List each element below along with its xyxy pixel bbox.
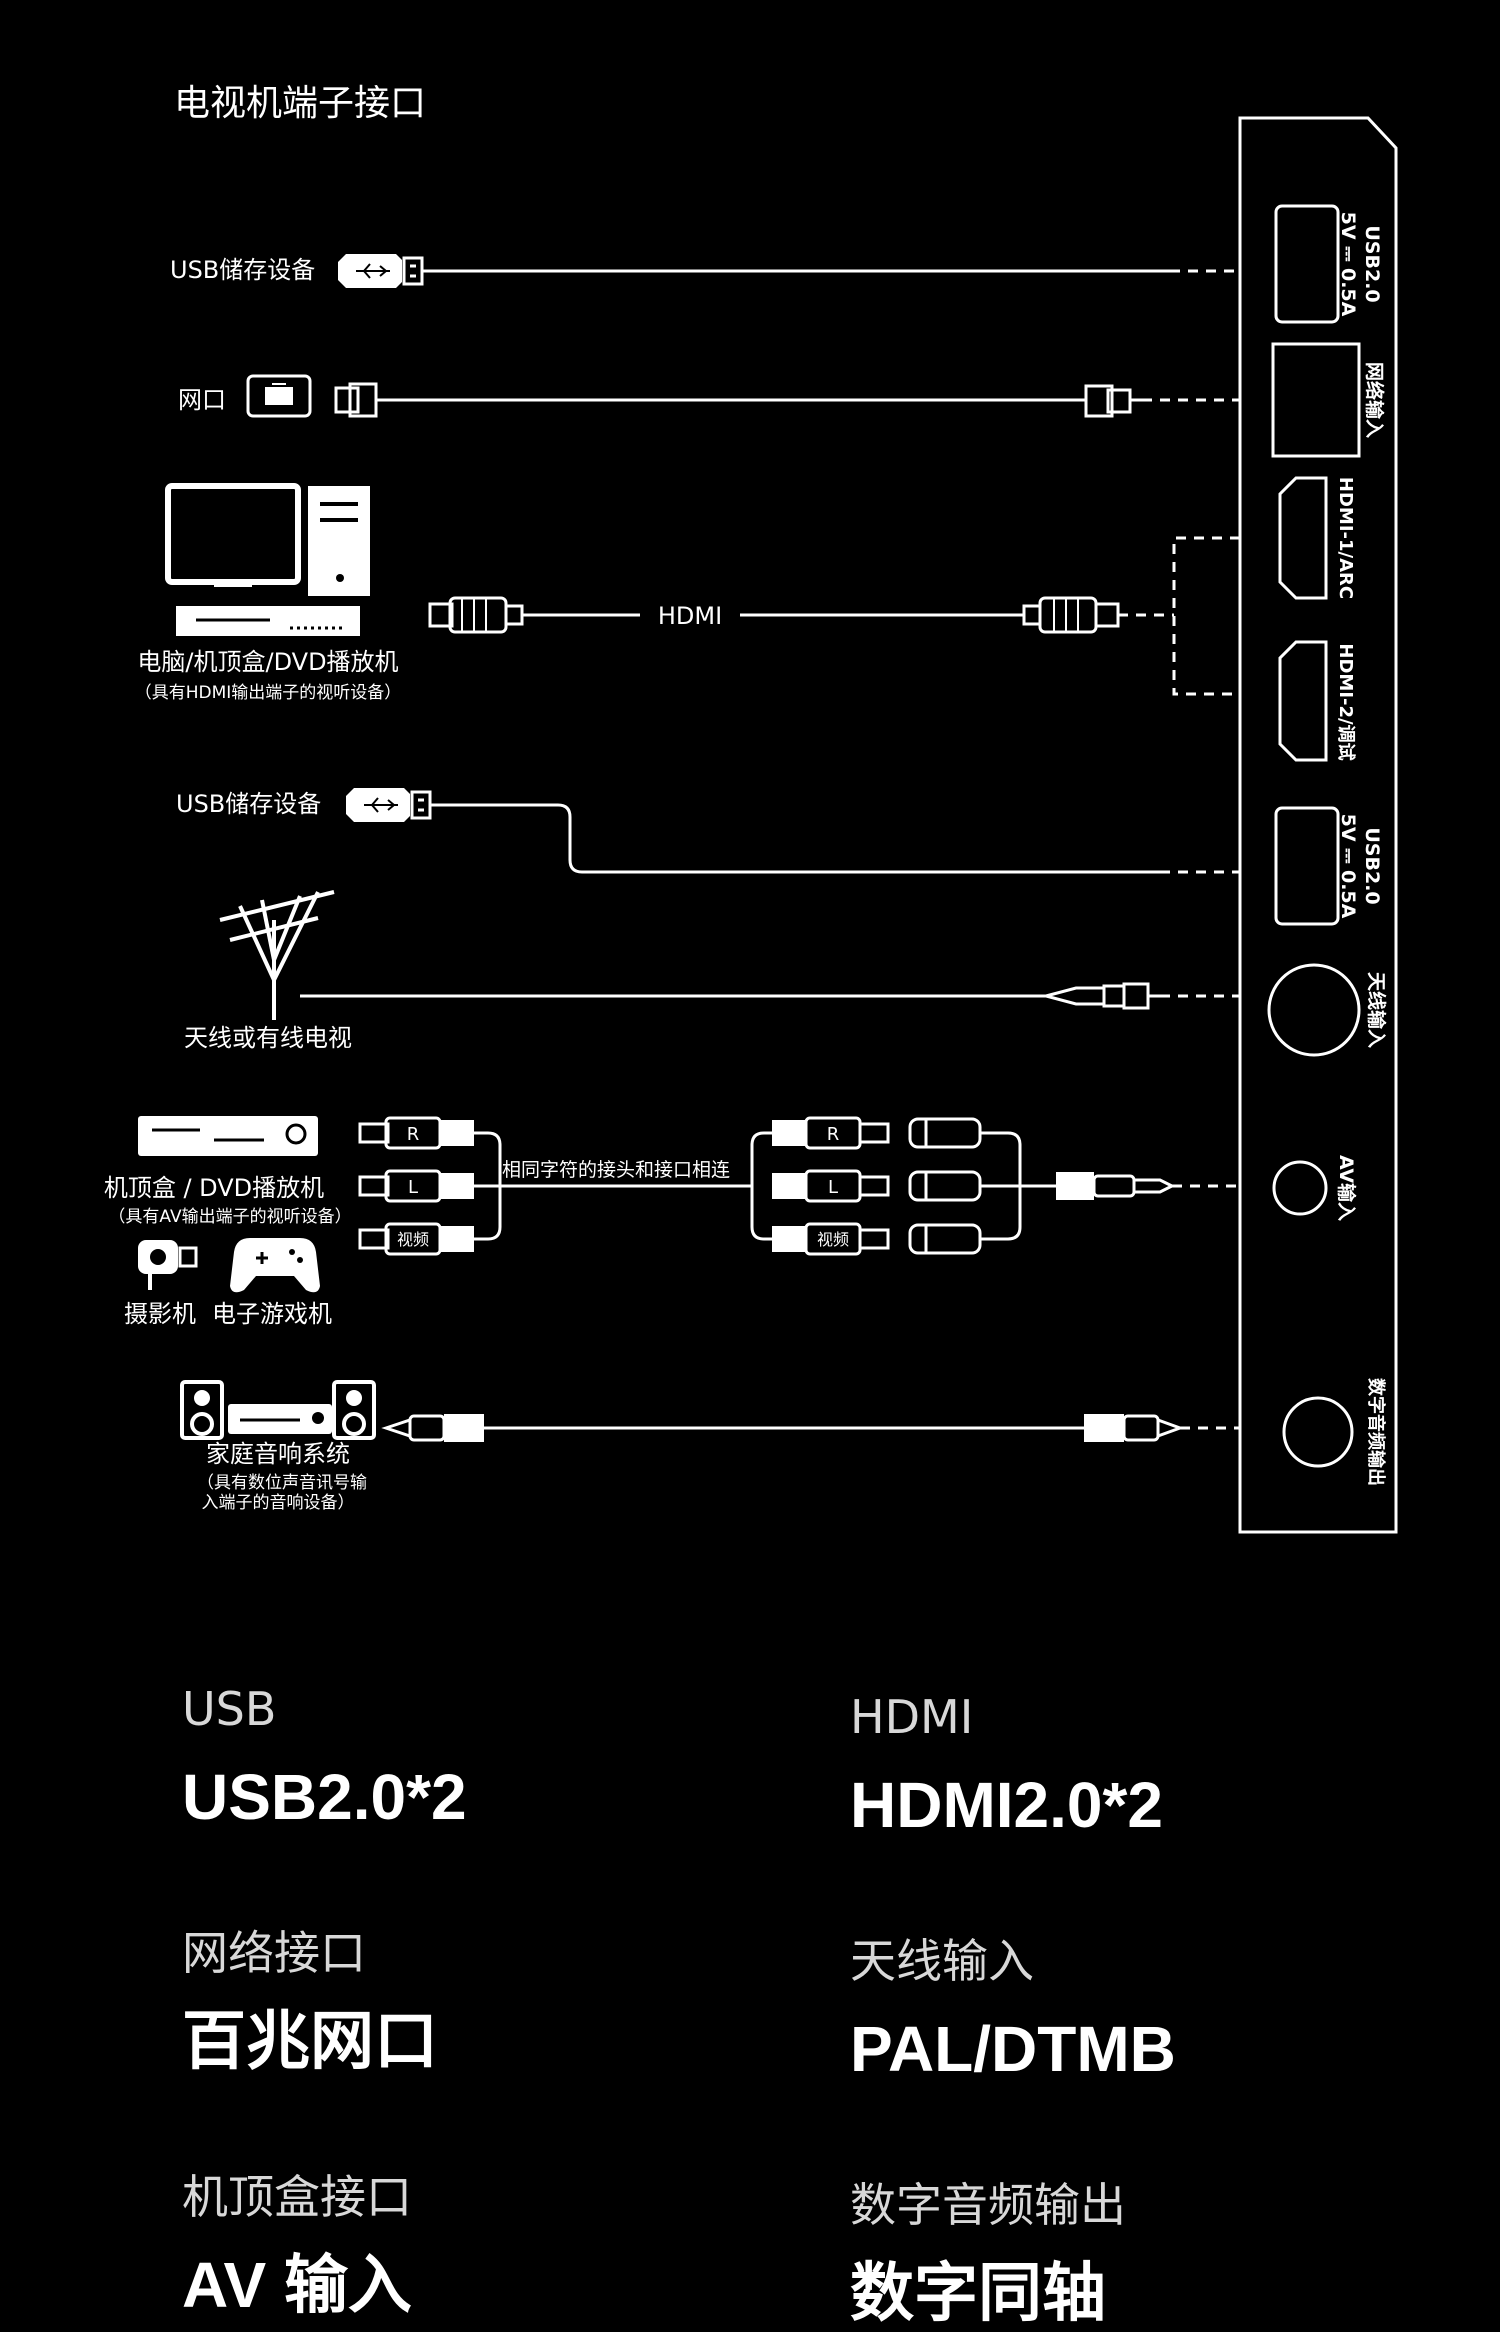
av-left-bundle: [474, 1131, 502, 1241]
digital-audio-port: [1282, 1396, 1354, 1468]
spec-digital-audio: 数字音频输出 数字同轴: [850, 2178, 1450, 2332]
port-label-usb-mid: USB2.0: [1361, 827, 1383, 904]
device-label-game: 电子游戏机: [212, 1300, 332, 1328]
speaker-right-icon: [332, 1380, 376, 1440]
rca-plug-label-video: 视频: [397, 1230, 429, 1249]
computer-icon: [165, 483, 370, 636]
port-label-av: AV输入: [1335, 1155, 1358, 1221]
device-label-lan: 网口: [178, 386, 226, 414]
spec-label-usb: USB: [182, 1682, 277, 1736]
spec-usb: USB USB2.0*2: [182, 1682, 782, 1836]
spec-hdmi: HDMI HDMI2.0*2: [850, 1690, 1450, 1844]
port-label-lan: 网络输入: [1363, 362, 1386, 438]
rca-plug-l-left: L: [358, 1169, 474, 1203]
ethernet-plug-left-icon: [334, 382, 390, 418]
rca-plug-label-l-mid: L: [828, 1177, 838, 1198]
usb-mid-cable: [430, 803, 1160, 874]
usb-plug-icon: [338, 254, 424, 288]
spec-network: 网络接口 百兆网口: [182, 1926, 782, 2080]
rca-plug-l-mid: L: [772, 1169, 890, 1203]
spec-label-antenna: 天线输入: [850, 1934, 1034, 1988]
spec-value-antenna: PAL/DTMB: [850, 2013, 1176, 2086]
device-label-pc: 电脑/机顶盒/DVD播放机: [137, 648, 398, 676]
device-label-audio: 家庭音响系统: [206, 1440, 350, 1468]
antenna-icon: [219, 890, 335, 1020]
device-label-av-box: 机顶盒 / DVD播放机: [104, 1174, 324, 1202]
diagram-title: 电视机端子接口: [174, 83, 426, 124]
device-label-camcorder: 摄影机: [124, 1300, 196, 1328]
device-note-audio-2: 入端子的音响设备）: [202, 1493, 355, 1513]
spec-grid: USB USB2.0*2 HDMI HDMI2.0*2 网络接口 百兆网口 天线…: [0, 1640, 1500, 2329]
spec-stb: 机顶盒接口 AV 输入: [182, 2170, 782, 2324]
dvd-player-icon: [138, 1116, 318, 1156]
av-jack-plug-icon: [1056, 1172, 1176, 1200]
port-label-usb-top: USB2.0: [1361, 225, 1383, 302]
antenna-port: [1267, 963, 1361, 1057]
hdmi-plug-right-icon: [1022, 596, 1120, 634]
port-label-antenna: 天线输入: [1365, 972, 1388, 1048]
spec-label-network: 网络接口: [182, 1926, 366, 1980]
ethernet-socket-icon: [246, 374, 312, 418]
coaxial-plug-left-icon: [381, 1414, 484, 1442]
ethernet-plug-right-icon: [1084, 384, 1142, 418]
rca-plug-label-video-mid: 视频: [817, 1230, 849, 1249]
rca-plug-r-left: R: [358, 1116, 474, 1150]
rca-plug-video-mid: 视频: [772, 1222, 890, 1256]
device-label-antenna: 天线或有线电视: [184, 1024, 352, 1052]
av-right-bundle: [980, 1131, 1056, 1241]
rca-plug-label-r: R: [407, 1124, 420, 1145]
lan-port: [1271, 342, 1361, 458]
device-label-usb-top: USB储存设备: [170, 256, 315, 284]
hdmi1-port: [1278, 476, 1328, 600]
device-label-usb-mid: USB储存设备: [176, 790, 321, 818]
game-controller-icon: [230, 1238, 320, 1293]
spec-label-hdmi: HDMI: [850, 1690, 974, 1744]
device-note-pc: （具有HDMI输出端子的视听设备）: [135, 683, 402, 703]
spec-value-stb: AV 输入: [182, 2249, 412, 2322]
usb-plug-mid-icon: [346, 788, 432, 822]
rca-plug-r-mid: R: [772, 1116, 890, 1150]
port-label-hdmi2: HDMI-2/调试: [1335, 643, 1357, 760]
port-sublabel-usb-mid: 5V ⎓ 0.5A: [1337, 814, 1359, 919]
rca-plug-video-left: 视频: [358, 1222, 474, 1256]
tv-panel-outline: [1238, 116, 1398, 1534]
spec-label-stb: 机顶盒接口: [182, 2170, 412, 2224]
hdmi-plug-left-icon: [428, 596, 524, 634]
port-sublabel-usb-top: 5V ⎓ 0.5A: [1337, 212, 1359, 317]
spec-value-usb: USB2.0*2: [182, 1761, 467, 1834]
coax-plug-icon: [1040, 982, 1160, 1010]
av-mid-bundle-left: [750, 1131, 772, 1241]
usb-port-mid: [1274, 806, 1340, 926]
rca-socket-group: [908, 1117, 982, 1255]
av-match-note: 相同字符的接头和接口相连: [502, 1159, 730, 1181]
port-label-digital-audio: 数字音频输出: [1365, 1378, 1387, 1486]
hdmi2-port: [1278, 640, 1328, 762]
port-label-hdmi1: HDMI-1/ARC: [1335, 477, 1356, 599]
spec-value-hdmi: HDMI2.0*2: [850, 1769, 1163, 1842]
spec-label-digital-audio: 数字音频输出: [850, 2178, 1126, 2232]
hdmi-cable-label: HDMI: [658, 602, 722, 630]
device-note-audio-1: （具有数位声音讯号输: [197, 1473, 367, 1493]
hdmi-split-bracket: [1172, 536, 1240, 696]
spec-antenna: 天线输入 PAL/DTMB: [850, 1934, 1450, 2088]
camcorder-icon: [138, 1240, 198, 1290]
coaxial-plug-right-icon: [1084, 1414, 1185, 1442]
speaker-left-icon: [180, 1380, 224, 1440]
av-port: [1272, 1160, 1328, 1216]
connection-diagram: 电视机端子接口 USB2.0 5V ⎓ 0.5A 网络输入 HDMI-1/ARC…: [104, 83, 1398, 1534]
spec-value-digital-audio: 数字同轴: [850, 2257, 1106, 2330]
rca-plug-label-r-mid: R: [827, 1124, 840, 1145]
device-note-av: （具有AV输出端子的视听设备）: [108, 1207, 351, 1227]
usb-port-top: [1274, 204, 1340, 324]
spec-value-network: 百兆网口: [182, 2005, 438, 2078]
rca-plug-label-l: L: [408, 1177, 418, 1198]
amplifier-icon: [228, 1404, 332, 1434]
